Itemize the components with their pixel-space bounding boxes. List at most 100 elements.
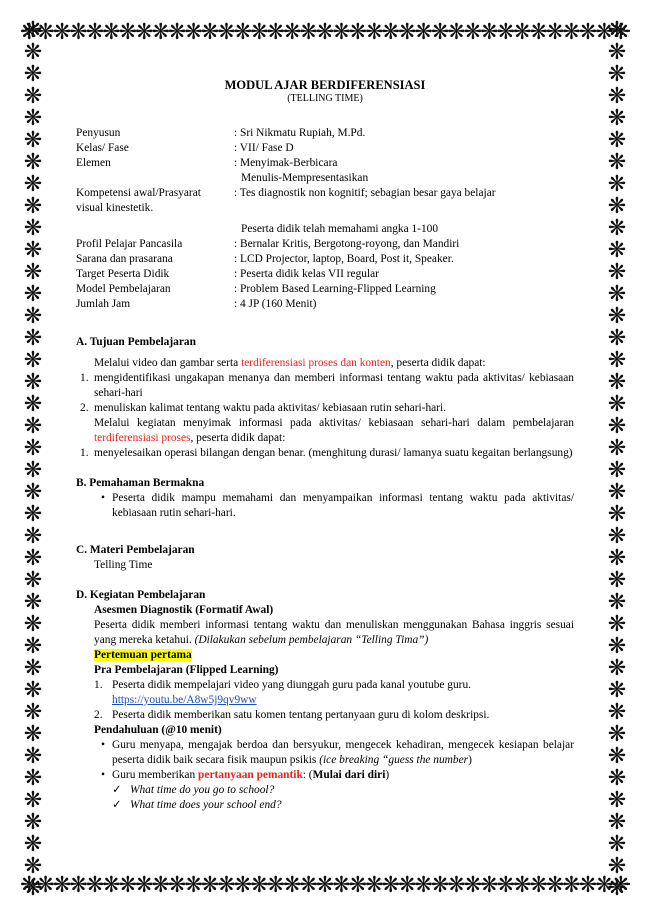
- list-text: menyelesaikan operasi bilangan dengan be…: [94, 447, 573, 459]
- info-label: Model Pembelajaran: [76, 283, 171, 295]
- info-row-jam: Jumlah Jam : 4 JP (160 Menit): [76, 297, 574, 312]
- list-item: 1. Peserta didik mempelajari video yang …: [76, 678, 574, 708]
- document-title: MODUL AJAR BERDIFERENSIASI: [224, 78, 426, 92]
- highlight-red-text: terdiferensiasi proses dan konten: [241, 357, 391, 369]
- info-value: : Bernalar Kritis, Bergotong-royong, dan…: [234, 238, 460, 250]
- info-label: Penyusun: [76, 127, 121, 139]
- section-a: A. Tujuan Pembelajaran Melalui video dan…: [76, 335, 574, 461]
- text: Guru memberikan: [112, 769, 199, 781]
- check-item: ✓ What time does your school end?: [76, 798, 574, 813]
- text: Peserta didik mempelajari video yang diu…: [112, 679, 472, 691]
- list-text: menuliskan kalimat tentang waktu pada ak…: [94, 402, 447, 414]
- info-row-kompetensi-3: Peserta didik telah memahami angka 1-100: [76, 222, 574, 237]
- info-value: Menulis-Mempresentasikan: [241, 172, 369, 184]
- italic-note: (ice breaking “guess the number: [319, 754, 469, 766]
- info-label-empty: [76, 171, 234, 186]
- info-label: Sarana dan prasarana: [76, 253, 173, 265]
- info-value: : VII/ Fase D: [234, 142, 294, 154]
- info-label: Kompetensi awal/Prasyarat: [76, 187, 201, 199]
- info-value: : LCD Projector, laptop, Board, Post it,…: [234, 253, 454, 265]
- info-row-sarana: Sarana dan prasarana : LCD Projector, la…: [76, 252, 574, 267]
- info-value-empty: [234, 201, 574, 216]
- list-number: 2.: [80, 402, 89, 414]
- info-label: Jumlah Jam: [76, 298, 131, 310]
- list-item: • Peserta didik mampu memahami dan menya…: [76, 491, 574, 521]
- list-number: 1.: [80, 447, 89, 459]
- text: Melalui video dan gambar serta: [94, 357, 242, 369]
- checkmark-icon: ✓: [112, 799, 122, 811]
- pra-heading: Pra Pembelajaran (Flipped Learning): [94, 664, 279, 676]
- list-text: Peserta didik mempelajari video yang diu…: [112, 678, 574, 708]
- info-label: Elemen: [76, 157, 111, 169]
- ornamental-border-right: ❋❋❋❋❋❋❋❋❋❋❋❋❋❋❋❋❋❋❋❋❋❋❋❋❋❋❋❋❋❋❋❋❋❋❋❋❋❋❋❋…: [607, 20, 627, 899]
- list-number: 2.: [94, 709, 103, 721]
- italic-note: (Dilakukan sebelum pembelajaran “Telling…: [194, 634, 429, 646]
- info-row-kompetensi-2: visual kinestetik.: [76, 201, 574, 216]
- info-value: : Problem Based Learning-Flipped Learnin…: [234, 283, 436, 295]
- info-label: Kelas/ Fase: [76, 142, 129, 154]
- section-a-heading: A. Tujuan Pembelajaran: [76, 336, 196, 348]
- section-c-heading: C. Materi Pembelajaran: [76, 544, 195, 556]
- section-c: C. Materi Pembelajaran Telling Time: [76, 543, 574, 573]
- list-text: Peserta didik mampu memahami dan menyamp…: [112, 492, 574, 519]
- section-a-intro: Melalui video dan gambar serta terdifere…: [76, 356, 574, 371]
- ornamental-border-bottom: ❋❋❋❋❋❋❋❋❋❋❋❋❋❋❋❋❋❋❋❋❋❋❋❋❋❋❋❋❋❋❋❋❋❋❋❋❋❋❋❋…: [20, 873, 630, 898]
- pendahuluan-heading: Pendahuluan (@10 menit): [94, 724, 222, 736]
- list-text: Guru menyapa, mengajak berdoa dan bersyu…: [112, 738, 574, 768]
- info-row-kelas: Kelas/ Fase : VII/ Fase D: [76, 141, 574, 156]
- question-text: What time do you go to school?: [130, 784, 275, 796]
- text: , peserta didik dapat:: [390, 357, 486, 369]
- info-row-profil: Profil Pelajar Pancasila : Bernalar Krit…: [76, 237, 574, 252]
- info-row-elemen-2: Menulis-Mempresentasikan: [76, 171, 574, 186]
- info-label: visual kinestetik.: [76, 202, 154, 214]
- info-row-model: Model Pembelajaran : Problem Based Learn…: [76, 282, 574, 297]
- text: , peserta didik dapat:: [190, 432, 286, 444]
- text: ): [468, 754, 472, 766]
- ornamental-border-top: ❋❋❋❋❋❋❋❋❋❋❋❋❋❋❋❋❋❋❋❋❋❋❋❋❋❋❋❋❋❋❋❋❋❋❋❋❋❋❋❋…: [20, 20, 630, 45]
- ornamental-border-left: ❋❋❋❋❋❋❋❋❋❋❋❋❋❋❋❋❋❋❋❋❋❋❋❋❋❋❋❋❋❋❋❋❋❋❋❋❋❋❋❋…: [23, 20, 43, 899]
- text: : (: [302, 769, 313, 781]
- bullet-icon: •: [101, 739, 105, 751]
- asesmen-text: Peserta didik memberi informasi tentang …: [76, 618, 574, 648]
- info-row-elemen: Elemen : Menyimak-Berbicara: [76, 156, 574, 171]
- info-table: Penyusun : Sri Nikmatu Rupiah, M.Pd. Kel…: [76, 126, 574, 312]
- section-c-text: Telling Time: [94, 559, 153, 571]
- section-d-heading: D. Kegiatan Pembelajaran: [76, 589, 206, 601]
- highlight-red-text: terdiferensiasi proses: [94, 432, 191, 444]
- list-text: Peserta didik memberikan satu komen tent…: [112, 709, 490, 721]
- highlight-red-text: pertanyaan pemantik: [198, 769, 303, 781]
- section-d: D. Kegiatan Pembelajaran Asesmen Diagnos…: [76, 588, 574, 813]
- list-item: 2. menuliskan kalimat tentang waktu pada…: [76, 401, 574, 416]
- list-item: 2. Peserta didik memberikan satu komen t…: [76, 708, 574, 723]
- list-number: 1.: [80, 372, 89, 384]
- text: ): [385, 769, 390, 781]
- info-row-penyusun: Penyusun : Sri Nikmatu Rupiah, M.Pd.: [76, 126, 574, 141]
- section-b-heading: B. Pemahaman Bermakna: [76, 477, 205, 489]
- list-number: 1.: [94, 679, 103, 691]
- document-subtitle: (TELLING TIME): [287, 93, 363, 104]
- info-value: : Tes diagnostik non kognitif; sebagian …: [234, 187, 496, 199]
- list-text: mengidentifikasi ungakapan menanya dan m…: [94, 372, 574, 399]
- list-item: 1. menyelesaikan operasi bilangan dengan…: [76, 446, 574, 461]
- info-row-kompetensi: Kompetensi awal/Prasyarat : Tes diagnost…: [76, 186, 574, 201]
- pertemuan-highlight: Pertemuan pertama: [94, 649, 192, 661]
- bullet-icon: •: [101, 769, 105, 781]
- list-text: Guru memberikan pertanyaan pemantik: (Mu…: [112, 768, 574, 783]
- checkmark-icon: ✓: [112, 784, 122, 796]
- section-b: B. Pemahaman Bermakna • Peserta didik ma…: [76, 476, 574, 521]
- bullet-icon: •: [101, 492, 105, 504]
- text: Melalui kegiatan menyimak informasi pada…: [94, 417, 574, 429]
- asesmen-heading: Asesmen Diagnostik (Formatif Awal): [94, 604, 274, 616]
- info-label: Target Peserta Didik: [76, 268, 170, 280]
- info-value: : Sri Nikmatu Rupiah, M.Pd.: [234, 127, 366, 139]
- document-page: MODUL AJAR BERDIFERENSIASI (TELLING TIME…: [76, 78, 574, 813]
- pertemuan-row: Pertemuan pertama: [76, 648, 574, 663]
- text: Peserta didik memberi informasi tentang …: [94, 619, 574, 646]
- info-row-target: Target Peserta Didik : Peserta didik kel…: [76, 267, 574, 282]
- list-item: • Guru memberikan pertanyaan pemantik: (…: [76, 768, 574, 783]
- info-value: : Peserta didik kelas VII regular: [234, 268, 379, 280]
- list-item: 1. mengidentifikasi ungakapan menanya da…: [76, 371, 574, 401]
- youtube-link[interactable]: https://youtu.be/A8w5j9qv9ww: [112, 694, 257, 706]
- list-item: • Guru menyapa, mengajak berdoa dan bers…: [76, 738, 574, 768]
- section-a-para2: Melalui kegiatan menyimak informasi pada…: [76, 416, 574, 446]
